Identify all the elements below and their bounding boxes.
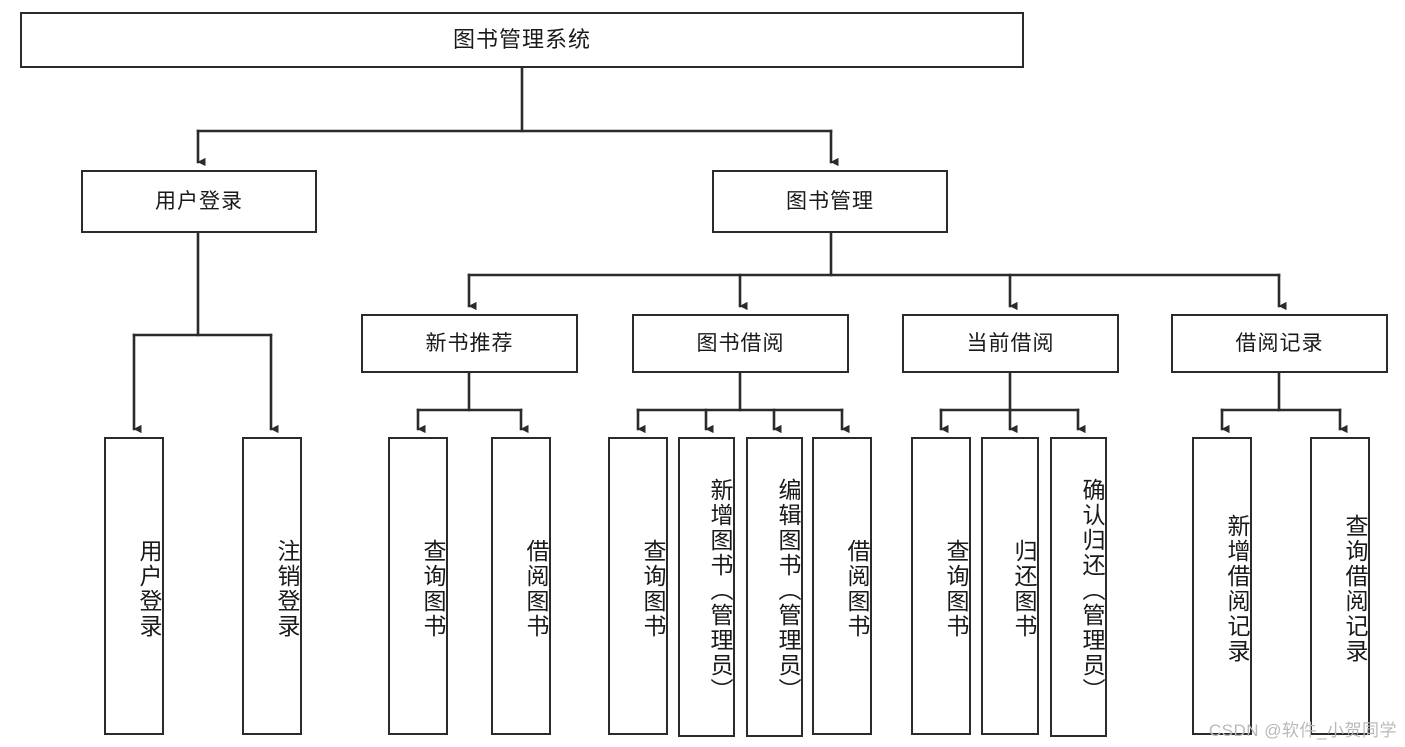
node-label: 用户登录 [155, 189, 243, 213]
node-leaf-borrow-book-2[interactable]: 借阅图书 [812, 437, 872, 735]
node-leaf-logout-login[interactable]: 注销登录 [242, 437, 302, 735]
node-label: 借阅记录 [1235, 331, 1324, 355]
node-label: 新增图书（管理员） [707, 477, 733, 703]
node-leaf-edit-book[interactable]: 编辑图书（管理员） [746, 437, 803, 737]
node-leaf-add-book[interactable]: 新增图书（管理员） [678, 437, 735, 737]
node-current-borrow[interactable]: 当前借阅 [902, 314, 1119, 373]
node-label: 借阅图书 [844, 539, 870, 639]
node-book-manage[interactable]: 图书管理 [712, 170, 948, 233]
node-label: 编辑图书（管理员） [775, 477, 801, 703]
node-label: 用户登录 [136, 539, 162, 639]
node-label: 图书管理系统 [452, 26, 591, 52]
node-label: 确认归还（管理员） [1079, 477, 1105, 703]
node-root-system[interactable]: 图书管理系统 [20, 12, 1024, 68]
node-borrow-record[interactable]: 借阅记录 [1171, 314, 1388, 373]
node-label: 查询借阅记录 [1342, 514, 1368, 664]
node-new-book-recommend[interactable]: 新书推荐 [361, 314, 578, 373]
node-leaf-query-book-2[interactable]: 查询图书 [608, 437, 668, 735]
node-label: 借阅图书 [523, 539, 549, 639]
node-label: 新书推荐 [425, 331, 514, 355]
node-leaf-query-record[interactable]: 查询借阅记录 [1310, 437, 1370, 735]
node-book-borrow[interactable]: 图书借阅 [632, 314, 849, 373]
node-leaf-query-book-1[interactable]: 查询图书 [388, 437, 448, 735]
node-label: 新增借阅记录 [1224, 514, 1250, 664]
node-label: 查询图书 [420, 539, 446, 639]
watermark-text: CSDN @软件_小贺同学 [1208, 721, 1397, 740]
node-label: 归还图书 [1011, 539, 1037, 639]
node-label: 查询图书 [943, 539, 969, 639]
node-leaf-query-book-3[interactable]: 查询图书 [911, 437, 971, 735]
node-leaf-user-login[interactable]: 用户登录 [104, 437, 164, 735]
node-leaf-return-book[interactable]: 归还图书 [981, 437, 1039, 735]
node-label: 图书借阅 [696, 331, 785, 355]
node-label: 查询图书 [640, 539, 666, 639]
node-label: 图书管理 [786, 189, 874, 213]
node-label: 当前借阅 [966, 331, 1055, 355]
node-leaf-confirm-return[interactable]: 确认归还（管理员） [1050, 437, 1107, 737]
node-leaf-add-record[interactable]: 新增借阅记录 [1192, 437, 1252, 735]
node-leaf-borrow-book-1[interactable]: 借阅图书 [491, 437, 551, 735]
node-label: 注销登录 [274, 539, 300, 639]
node-user-login[interactable]: 用户登录 [81, 170, 317, 233]
